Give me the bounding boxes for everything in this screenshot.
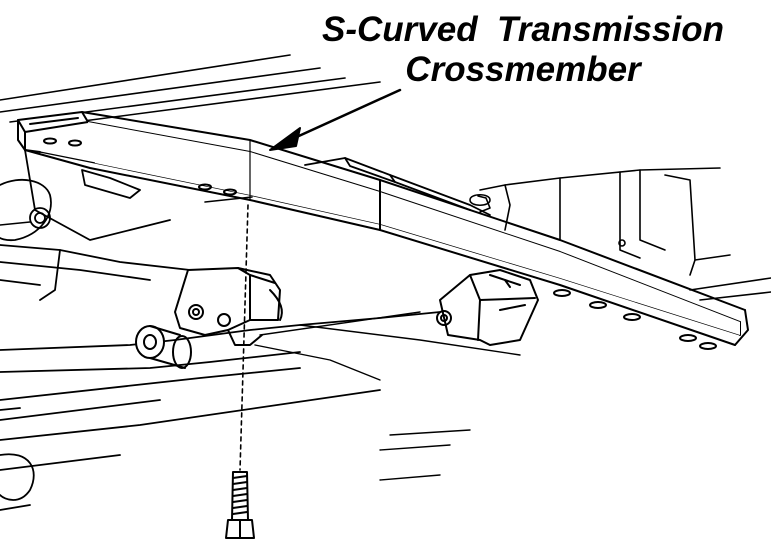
- left-mount-bracket: [174, 267, 283, 346]
- callout-label: S-Curved Transmission Crossmember: [288, 10, 758, 90]
- lower-body-lines: [254, 311, 521, 481]
- callout-arrow: [269, 88, 402, 151]
- transmission-mount-pad: [304, 157, 491, 216]
- crossmember-beam: [17, 111, 749, 350]
- mounting-bolt: [225, 471, 255, 539]
- bolt-alignment: [204, 196, 253, 471]
- right-mount-bracket: [436, 269, 539, 346]
- callout-label-line-2: Crossmember: [405, 50, 641, 89]
- chassis-right-structure: [469, 167, 771, 301]
- left-frame-bracket: [0, 149, 191, 301]
- callout-label-line-1: S-Curved Transmission: [322, 10, 724, 49]
- lower-suspension-link: [0, 311, 441, 511]
- bushing: [135, 325, 192, 369]
